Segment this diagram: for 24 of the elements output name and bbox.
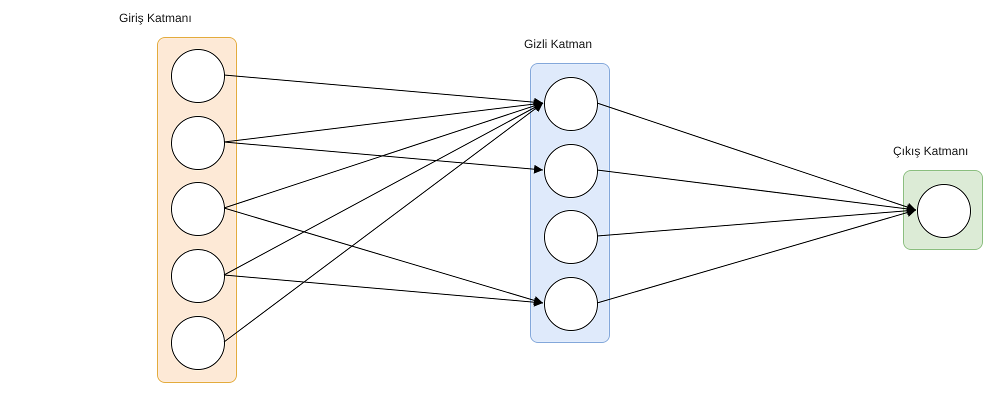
neuron-circle [171,49,225,103]
arrow [224,102,544,342]
arrow [224,102,544,276]
arrow [224,208,544,305]
arrow [596,206,916,236]
neuron-circle [171,116,225,170]
neuron-circle [171,182,225,236]
layer-label: Giriş Katmanı [119,11,192,25]
layer-label: Çıkış Katmanı [893,144,968,158]
neuron-circle [544,210,598,264]
neuron-circle [544,77,598,131]
arrow [224,274,544,307]
neuron-circle [171,316,225,370]
arrow [596,208,916,304]
layer-label: Gizli Katman [524,37,592,51]
neuron-circle [917,184,971,238]
arrow [224,100,544,142]
arrow [224,102,544,208]
neuron-circle [544,144,598,198]
neuron-circle [544,277,598,331]
arrow [596,102,916,212]
arrow [224,142,544,174]
neuron-circle [171,249,225,303]
arrow [596,170,916,214]
